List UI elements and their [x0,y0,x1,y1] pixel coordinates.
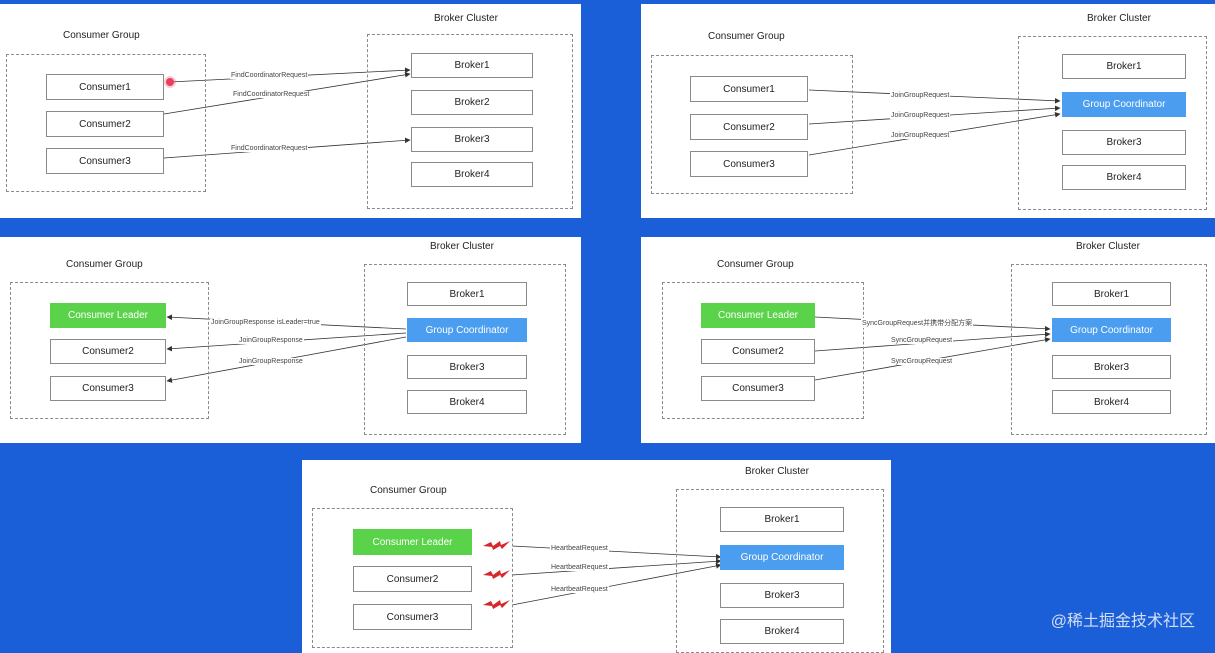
edge-label: SyncGroupRequest并携带分配方案 [861,318,974,328]
broker-node: Broker2 [411,90,533,115]
panel-join-group-response: Consumer Group Broker Cluster Consumer L… [0,237,581,443]
broker-node: Broker4 [1052,390,1171,414]
broker-cluster-box [1018,36,1207,210]
heartbeat-icon [483,541,510,550]
cursor-dot [166,78,174,86]
heartbeat-icon [483,600,510,609]
broker-node: Broker3 [407,355,527,379]
edge-label: JoinGroupRequest [890,132,951,139]
consumer-node: Consumer3 [690,151,808,177]
consumer-group-box [312,508,513,648]
panel-heartbeat: Consumer Group Broker Cluster Consumer L… [302,460,891,653]
edge-label: JoinGroupResponse [238,337,304,344]
broker-cluster-title: Broker Cluster [434,13,498,24]
group-coordinator-node: Group Coordinator [1052,318,1171,342]
consumer-node: Consumer2 [701,339,815,364]
group-coordinator-node: Group Coordinator [720,545,844,570]
group-coordinator-node: Group Coordinator [1062,92,1186,117]
consumer-node: Consumer3 [46,148,164,174]
panel-find-coordinator: Consumer Group Broker Cluster Consumer1 … [0,4,581,218]
consumer-leader-node: Consumer Leader [353,529,472,555]
group-coordinator-node: Group Coordinator [407,318,527,342]
consumer-group-title: Consumer Group [708,31,785,42]
edge-label: FindCoordinatorRequest [230,72,309,79]
edge-label: JoinGroupResponse [238,358,304,365]
edge-label: FindCoordinatorRequest [232,91,311,98]
broker-cluster-title: Broker Cluster [1087,13,1151,24]
broker-node: Broker4 [407,390,527,414]
consumer-node: Consumer1 [690,76,808,102]
consumer-leader-node: Consumer Leader [50,303,166,328]
broker-cluster-title: Broker Cluster [430,241,494,252]
edge-label: HeartbeatRequest [550,545,609,552]
consumer-node: Consumer1 [46,74,164,100]
edge-label: HeartbeatRequest [550,586,609,593]
consumer-leader-node: Consumer Leader [701,303,815,328]
broker-node: Broker1 [1052,282,1171,306]
consumer-group-box [651,55,853,194]
broker-node: Broker4 [411,162,533,187]
watermark: @稀土掘金技术社区 [1050,613,1195,630]
broker-node: Broker1 [407,282,527,306]
consumer-group-title: Consumer Group [66,259,143,270]
broker-node: Broker1 [1062,54,1186,79]
consumer-node: Consumer3 [353,604,472,630]
broker-node: Broker3 [1052,355,1171,379]
broker-node: Broker3 [1062,130,1186,155]
broker-cluster-box [367,34,573,209]
consumer-node: Consumer2 [353,566,472,592]
consumer-node: Consumer3 [50,376,166,401]
broker-cluster-title: Broker Cluster [1076,241,1140,252]
edge-label: JoinGroupRequest [890,92,951,99]
consumer-node: Consumer2 [690,114,808,140]
consumer-group-title: Consumer Group [717,259,794,270]
panel-join-group-request: Consumer Group Broker Cluster Consumer1 … [641,4,1215,218]
panel-sync-group-request: Consumer Group Broker Cluster Consumer L… [641,237,1215,443]
broker-node: Broker3 [720,583,844,608]
edge-label: JoinGroupResponse isLeader=true [210,319,321,326]
consumer-node: Consumer2 [46,111,164,137]
broker-cluster-box [1011,264,1207,435]
consumer-group-box [662,282,864,419]
consumer-group-box [10,282,209,419]
broker-node: Broker1 [411,53,533,78]
edge-label: SyncGroupRequest [890,337,954,344]
edge-label: JoinGroupRequest [890,112,951,119]
consumer-group-title: Consumer Group [63,30,140,41]
consumer-node: Consumer3 [701,376,815,401]
broker-cluster-title: Broker Cluster [745,466,809,477]
broker-node: Broker3 [411,127,533,152]
broker-node: Broker4 [1062,165,1186,190]
consumer-group-title: Consumer Group [370,485,447,496]
broker-cluster-box [364,264,566,435]
edge-label: HeartbeatRequest [550,564,609,571]
edge-label: FindCoordinatorRequest [230,145,309,152]
broker-node: Broker4 [720,619,844,644]
broker-node: Broker1 [720,507,844,532]
consumer-node: Consumer2 [50,339,166,364]
consumer-group-box [6,54,206,192]
heartbeat-icon [483,570,510,579]
edge-label: SyncGroupRequest [890,358,954,365]
